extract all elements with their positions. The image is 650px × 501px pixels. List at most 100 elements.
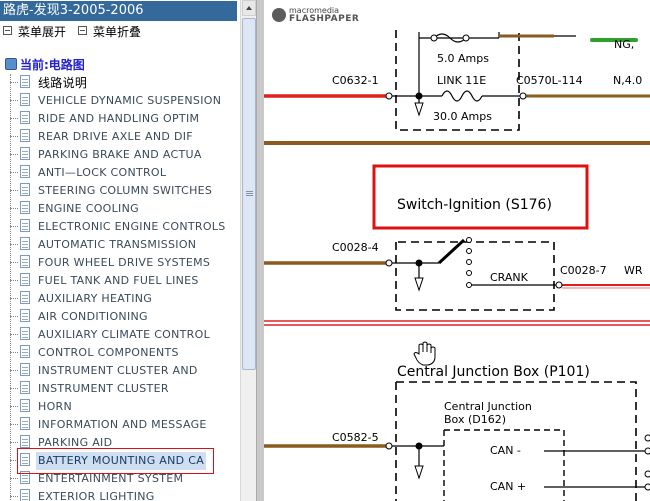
tree-item[interactable]: AUXILIARY HEATING (10, 290, 235, 308)
scrollbar-thumb[interactable] (242, 18, 256, 370)
tree-item-label: REAR DRIVE AXLE AND DIF (38, 130, 193, 143)
grip-icon (246, 191, 253, 192)
fuse-bottom-rating: 30.0 Amps (433, 110, 492, 123)
document-icon (20, 489, 30, 501)
connector-label: C0028-4 (332, 241, 379, 254)
switch-blade (437, 238, 466, 265)
document-icon (20, 327, 30, 340)
tree-item[interactable]: CONTROL COMPONENTS (10, 344, 235, 362)
tree-item[interactable]: FUEL TANK AND FUEL LINES (10, 272, 235, 290)
tree-item-label: HORN (38, 400, 73, 413)
tree-item-label: VEHICLE DYNAMIC SUSPENSION (38, 94, 222, 107)
tree-item-label: AIR CONDITIONING (38, 310, 148, 323)
tree-item[interactable]: STEERING COLUMN SWITCHES (10, 182, 235, 200)
wire-spec-label: WR (624, 264, 643, 277)
tree-connector (10, 352, 18, 353)
document-icon (20, 309, 30, 322)
connector-pin (644, 447, 650, 455)
document-icon (20, 219, 30, 232)
document-icon (20, 345, 30, 358)
connector-pin (555, 281, 563, 289)
tree-connector (10, 190, 18, 191)
document-icon (20, 255, 30, 268)
tree-item-label: 线路说明 (38, 76, 88, 90)
cjb-outline (395, 381, 637, 501)
fuse-box-outline (395, 30, 520, 131)
tree-connector (10, 118, 18, 119)
pane-divider[interactable] (256, 0, 264, 501)
connector-pin (385, 442, 393, 450)
connector-label: C0570L-114 (516, 74, 583, 87)
collapse-menu-button[interactable]: 菜单折叠 (78, 24, 141, 40)
connector-pin (644, 483, 650, 491)
tree-item[interactable]: ANTI—LOCK CONTROL (10, 164, 235, 182)
tree-item[interactable]: AUXILIARY CLIMATE CONTROL (10, 326, 235, 344)
tree-item-label: INSTRUMENT CLUSTER AND (38, 364, 198, 377)
wiring-diagram: NG, 5.0 Amps C0632-1 LINK 11E C0570L-114… (264, 30, 650, 501)
tree-connector (10, 460, 18, 461)
tree-item[interactable]: INSTRUMENT CLUSTER AND (10, 362, 235, 380)
document-icon (20, 417, 30, 430)
tree-connector (10, 154, 18, 155)
tree-item-label: EXTERIOR LIGHTING (38, 490, 155, 501)
connector-pin (385, 259, 393, 267)
tree-root-label: 当前:电路图 (20, 58, 85, 72)
tree-item[interactable]: INSTRUMENT CLUSTER (10, 380, 235, 398)
document-icon (20, 363, 30, 376)
document-icon (20, 201, 30, 214)
tree-connector (10, 208, 18, 209)
collapse-square-icon (78, 26, 87, 35)
tree-item[interactable]: PARKING AID (10, 434, 235, 452)
tree-item-label: BATTERY MOUNTING AND CA (36, 452, 207, 470)
tree-item-label: FUEL TANK AND FUEL LINES (38, 274, 199, 287)
can-plus-label: CAN + (490, 480, 526, 493)
switch-contact (466, 270, 472, 276)
tree-item[interactable]: EXTERIOR LIGHTING (10, 488, 235, 501)
fuse-terminal (430, 34, 438, 42)
tree-connector (10, 334, 18, 335)
scroll-up-arrow-icon[interactable] (242, 0, 256, 16)
tree-item[interactable]: 线路说明 (10, 74, 235, 92)
macromedia-logo-icon (272, 8, 286, 22)
selection-highlight-box (17, 448, 214, 474)
tree-connector (10, 280, 18, 281)
tree-item[interactable]: RIDE AND HANDLING OPTIM (10, 110, 235, 128)
document-icon (20, 453, 30, 466)
tree-item[interactable]: REAR DRIVE AXLE AND DIF (10, 128, 235, 146)
vertical-scrollbar[interactable] (240, 0, 256, 501)
tree-connector (10, 406, 18, 407)
tree-item-label: AUTOMATIC TRANSMISSION (38, 238, 197, 251)
document-icon (20, 435, 30, 448)
tree-connector (10, 370, 18, 371)
tree-connector (10, 226, 18, 227)
tree-item[interactable]: ELECTRONIC ENGINE CONTROLS (10, 218, 235, 236)
tree-item[interactable]: INFORMATION AND MESSAGE (10, 416, 235, 434)
tree-item[interactable]: VEHICLE DYNAMIC SUSPENSION (10, 92, 235, 110)
tree-item[interactable]: AUTOMATIC TRANSMISSION (10, 236, 235, 254)
tree-connector (10, 100, 18, 101)
document-icon (20, 291, 30, 304)
tree-item-label: STEERING COLUMN SWITCHES (38, 184, 213, 197)
document-icon (20, 237, 30, 250)
tree-item[interactable]: PARKING BRAKE AND ACTUA (10, 146, 235, 164)
document-icon (20, 471, 30, 484)
switch-title: Switch-Ignition (S176) (397, 197, 552, 213)
tree-connector (10, 82, 18, 83)
cjb-inner-outline (443, 429, 565, 501)
tree-root[interactable]: 当前:电路图 (5, 57, 85, 73)
tree-item[interactable]: HORN (10, 398, 235, 416)
tree-connector (10, 496, 18, 497)
document-icon (20, 399, 30, 412)
tree-connector (10, 172, 18, 173)
tree-item-label: ANTI—LOCK CONTROL (38, 166, 167, 179)
tree-item[interactable]: ENGINE COOLING (10, 200, 235, 218)
switch-highlight-box (372, 164, 589, 230)
fuse-top-rating: 5.0 Amps (437, 52, 489, 65)
connector-pin (644, 470, 650, 478)
tree-item[interactable]: FOUR WHEEL DRIVE SYSTEMS (10, 254, 235, 272)
tree-item[interactable]: BATTERY MOUNTING AND CA (10, 452, 235, 470)
tree-item[interactable]: ENTERTAINMENT SYSTEM (10, 470, 235, 488)
expand-menu-button[interactable]: 菜单展开 (3, 24, 66, 40)
tree-item[interactable]: AIR CONDITIONING (10, 308, 235, 326)
